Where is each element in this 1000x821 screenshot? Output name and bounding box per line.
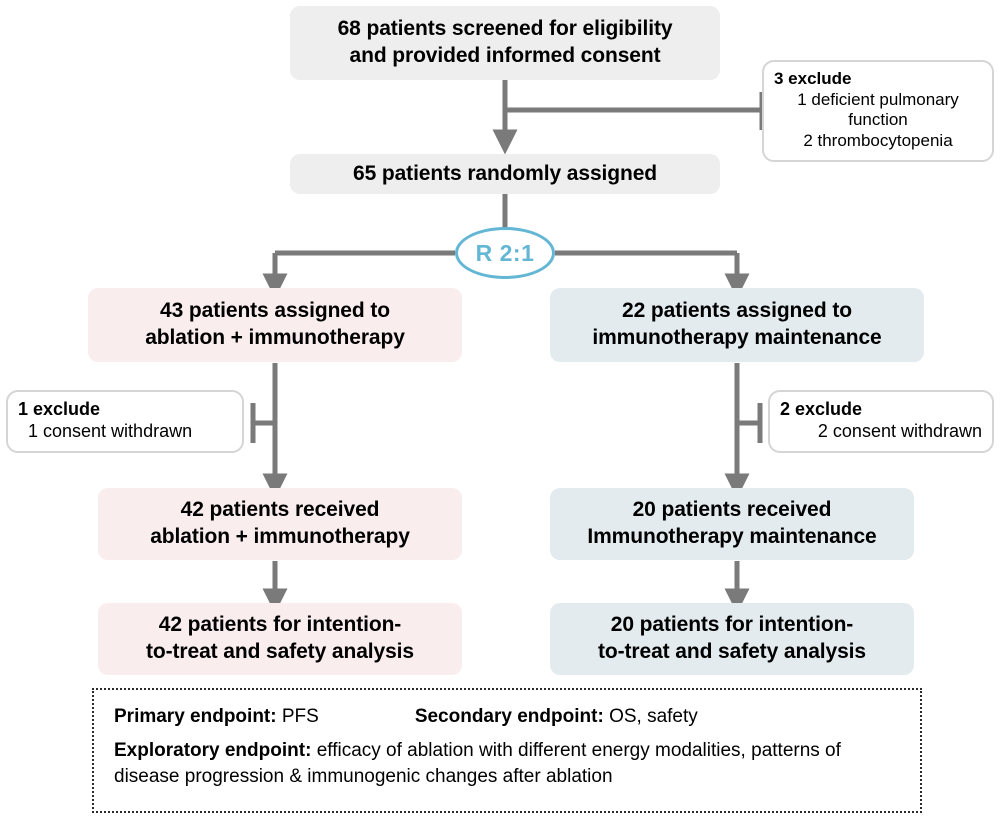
exploratory-endpoint-label: Exploratory endpoint: <box>114 740 312 761</box>
exclusion-box-right-arm: 2 exclude 2 consent withdrawn <box>768 390 994 453</box>
exclusion-box-left-arm: 1 exclude 1 consent withdrawn <box>6 390 244 453</box>
node-right-received-line1: 20 patients received <box>632 498 832 522</box>
node-left-assigned: 43 patients assigned to ablation + immun… <box>88 288 462 362</box>
node-randomized: 65 patients randomly assigned <box>290 154 720 194</box>
exclusion-box-screening: 3 exclude 1 deficient pulmonary function… <box>762 60 994 162</box>
node-screening-line1: 68 patients screened for eligibility <box>337 17 673 41</box>
primary-endpoint-label: Primary endpoint: <box>114 706 277 727</box>
node-left-analysis-line1: 42 patients for intention- <box>158 613 402 637</box>
primary-endpoint: Primary endpoint: PFS <box>114 706 319 728</box>
exclusion-right-header: 2 exclude <box>780 399 863 419</box>
node-right-assigned-line1: 22 patients assigned to <box>622 299 852 323</box>
node-left-received: 42 patients received ablation + immunoth… <box>98 488 462 560</box>
node-right-received: 20 patients received Immunotherapy maint… <box>550 488 914 560</box>
node-right-assigned-line2: immunotherapy maintenance <box>592 326 882 349</box>
exclusion-screening-reason2: 2 thrombocytopenia <box>803 131 953 151</box>
node-right-received-line2: Immunotherapy maintenance <box>587 525 877 548</box>
node-left-assigned-line1: 43 patients assigned to <box>160 299 390 323</box>
node-left-assigned-line2: ablation + immunotherapy <box>145 326 405 349</box>
node-right-analysis-line1: 20 patients for intention- <box>610 613 854 637</box>
secondary-endpoint: Secondary endpoint: OS, safety <box>415 706 698 728</box>
node-left-analysis-line2: to-treat and safety analysis <box>146 640 414 663</box>
endpoints-panel: Primary endpoint: PFS Secondary endpoint… <box>92 688 922 813</box>
exclusion-left-header: 1 exclude <box>18 399 101 419</box>
primary-endpoint-value: PFS <box>281 706 319 727</box>
node-right-analysis-line2: to-treat and safety analysis <box>598 640 866 663</box>
endpoints-row-exploratory: Exploratory endpoint: efficacy of ablati… <box>114 738 900 790</box>
node-screening: 68 patients screened for eligibility and… <box>290 6 720 80</box>
randomization-label: R 2:1 <box>475 239 535 266</box>
exclusion-right-reason1: 2 consent withdrawn <box>817 420 982 441</box>
exclusion-screening-reason1-cont: function <box>848 110 908 130</box>
exploratory-endpoint-value-line2: patterns of disease progression & immuno… <box>114 740 841 787</box>
node-right-assigned: 22 patients assigned to immunotherapy ma… <box>550 288 924 362</box>
exclusion-left-reason1: 1 consent withdrawn <box>28 420 193 441</box>
node-left-received-line1: 42 patients received <box>180 498 380 522</box>
node-left-received-line2: ablation + immunotherapy <box>150 525 410 548</box>
secondary-endpoint-value: OS, safety <box>609 706 698 727</box>
exclusion-screening-header: 3 exclude <box>774 69 852 88</box>
node-left-analysis: 42 patients for intention- to-treat and … <box>98 603 462 675</box>
exploratory-endpoint-value-line1: efficacy of ablation with different ener… <box>316 740 746 761</box>
exclusion-screening-reason1: 1 deficient pulmonary <box>797 89 959 109</box>
randomization-node: R 2:1 <box>455 227 555 279</box>
node-screening-line2: and provided informed consent <box>349 44 661 67</box>
endpoints-row-primary-secondary: Primary endpoint: PFS Secondary endpoint… <box>114 706 900 728</box>
node-randomized-line1: 65 patients randomly assigned <box>352 161 658 185</box>
node-right-analysis: 20 patients for intention- to-treat and … <box>550 603 914 675</box>
secondary-endpoint-label: Secondary endpoint: <box>414 706 604 727</box>
